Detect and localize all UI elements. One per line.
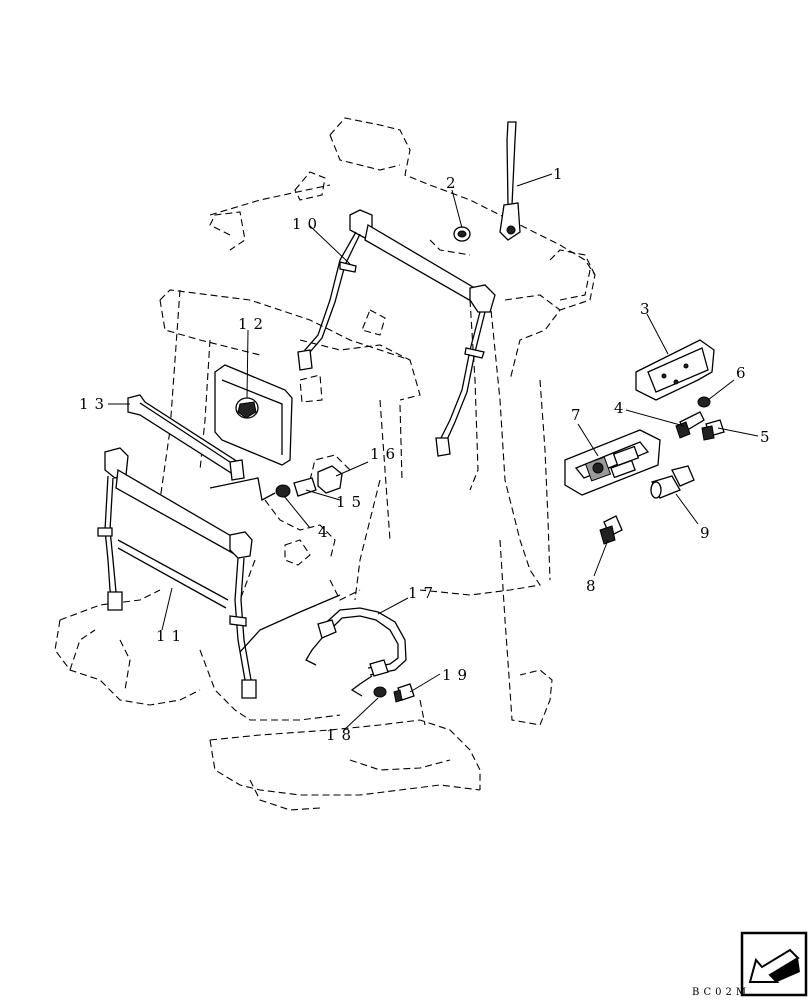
- part-light-bracket: [127, 394, 245, 481]
- part-bracket-plate: [635, 339, 715, 401]
- part-work-light: [214, 364, 293, 466]
- callout-10: 10: [292, 215, 323, 233]
- callout-6: 6: [736, 364, 752, 382]
- callout-17: 17: [408, 584, 439, 602]
- leader-lines: [108, 173, 759, 731]
- part-plug-grommet: [373, 683, 415, 703]
- part-plug-connector: [650, 465, 695, 499]
- part-grommet: [453, 226, 471, 242]
- callout-12: 12: [238, 315, 269, 333]
- callout-8: 8: [586, 577, 602, 595]
- part-lower-lightbar: [97, 447, 257, 699]
- callout-4-left: 4: [318, 523, 334, 541]
- callout-18: 18: [326, 726, 357, 744]
- callout-4-right: 4: [614, 399, 630, 417]
- callout-9: 9: [700, 524, 716, 542]
- part-harness: [239, 594, 407, 697]
- nav-arrow-box[interactable]: [740, 931, 808, 997]
- drawing-code: BC02M: [692, 987, 750, 998]
- callout-19: 19: [442, 666, 473, 684]
- callout-3: 3: [640, 300, 656, 318]
- callout-16: 16: [370, 445, 401, 463]
- part-fasteners: [675, 396, 725, 441]
- callout-1: 1: [553, 165, 569, 183]
- callout-11: 11: [156, 627, 187, 645]
- callout-labels: 1 2 3 6 4 5 7 9 8 10 12 13 11 16 15 4 17…: [79, 165, 776, 744]
- machine-outline: [54, 117, 596, 811]
- callout-13: 13: [79, 395, 110, 413]
- part-antenna: [499, 121, 521, 241]
- callout-2: 2: [446, 174, 462, 192]
- callout-15: 15: [336, 493, 367, 511]
- callout-7: 7: [571, 406, 587, 424]
- part-upper-lightbar: [297, 209, 496, 457]
- part-sensor: [599, 515, 623, 545]
- part-switch-panel: [564, 429, 661, 496]
- callout-5: 5: [760, 428, 776, 446]
